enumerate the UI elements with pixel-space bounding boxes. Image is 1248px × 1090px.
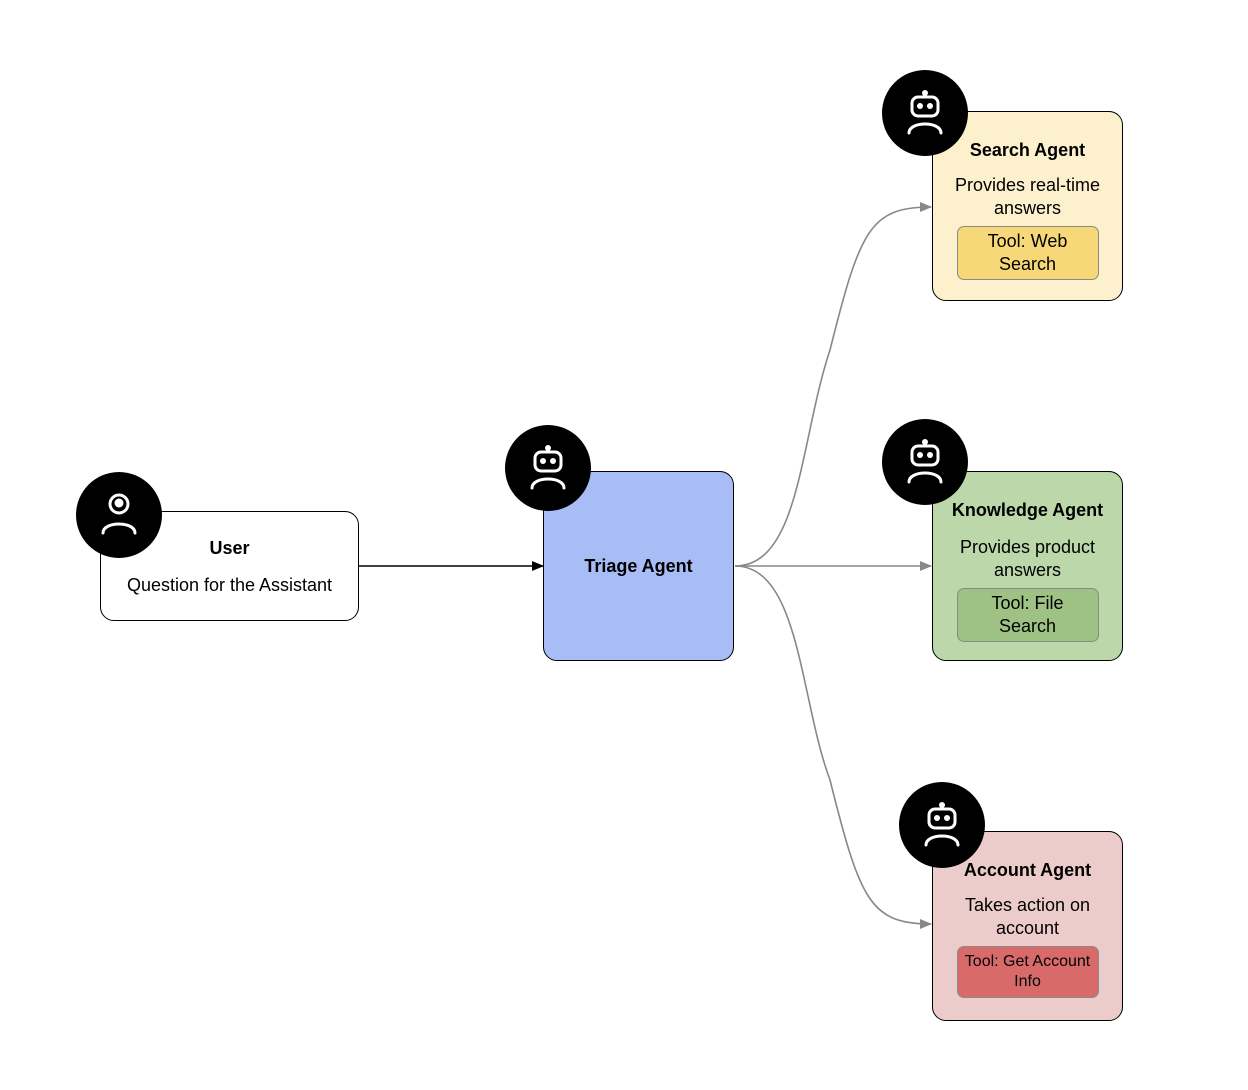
robot-icon (882, 419, 968, 505)
robot-icon (505, 425, 591, 511)
knowledge-agent-tool: Tool: File Search (956, 588, 1099, 642)
user-icon (76, 472, 162, 558)
triage-agent-title: Triage Agent (584, 556, 693, 576)
account-agent-node[interactable]: Account Agent Takes action on account To… (932, 831, 1123, 1021)
search-agent-node[interactable]: Search Agent Provides real-time answers … (932, 111, 1123, 301)
user-title: User (209, 538, 250, 558)
edge-triage-to-search (734, 202, 932, 567)
robot-icon (882, 70, 968, 156)
user-description: Question for the Assistant (126, 575, 333, 595)
account-agent-tool: Tool: Get Account Info (956, 946, 1099, 998)
edge-triage-to-account (734, 565, 932, 929)
search-agent-description: Provides real-time answers (954, 175, 1101, 218)
triage-agent-node[interactable]: Triage Agent (543, 471, 734, 661)
search-agent-tool: Tool: Web Search (956, 226, 1099, 280)
account-agent-description: Takes action on account (964, 895, 1091, 938)
robot-icon (899, 782, 985, 868)
account-agent-title: Account Agent (963, 860, 1092, 880)
search-agent-title: Search Agent (969, 140, 1086, 160)
knowledge-agent-description: Provides product answers (959, 537, 1096, 580)
knowledge-agent-node[interactable]: Knowledge Agent Provides product answers… (932, 471, 1123, 661)
knowledge-agent-title: Knowledge Agent (951, 500, 1104, 520)
